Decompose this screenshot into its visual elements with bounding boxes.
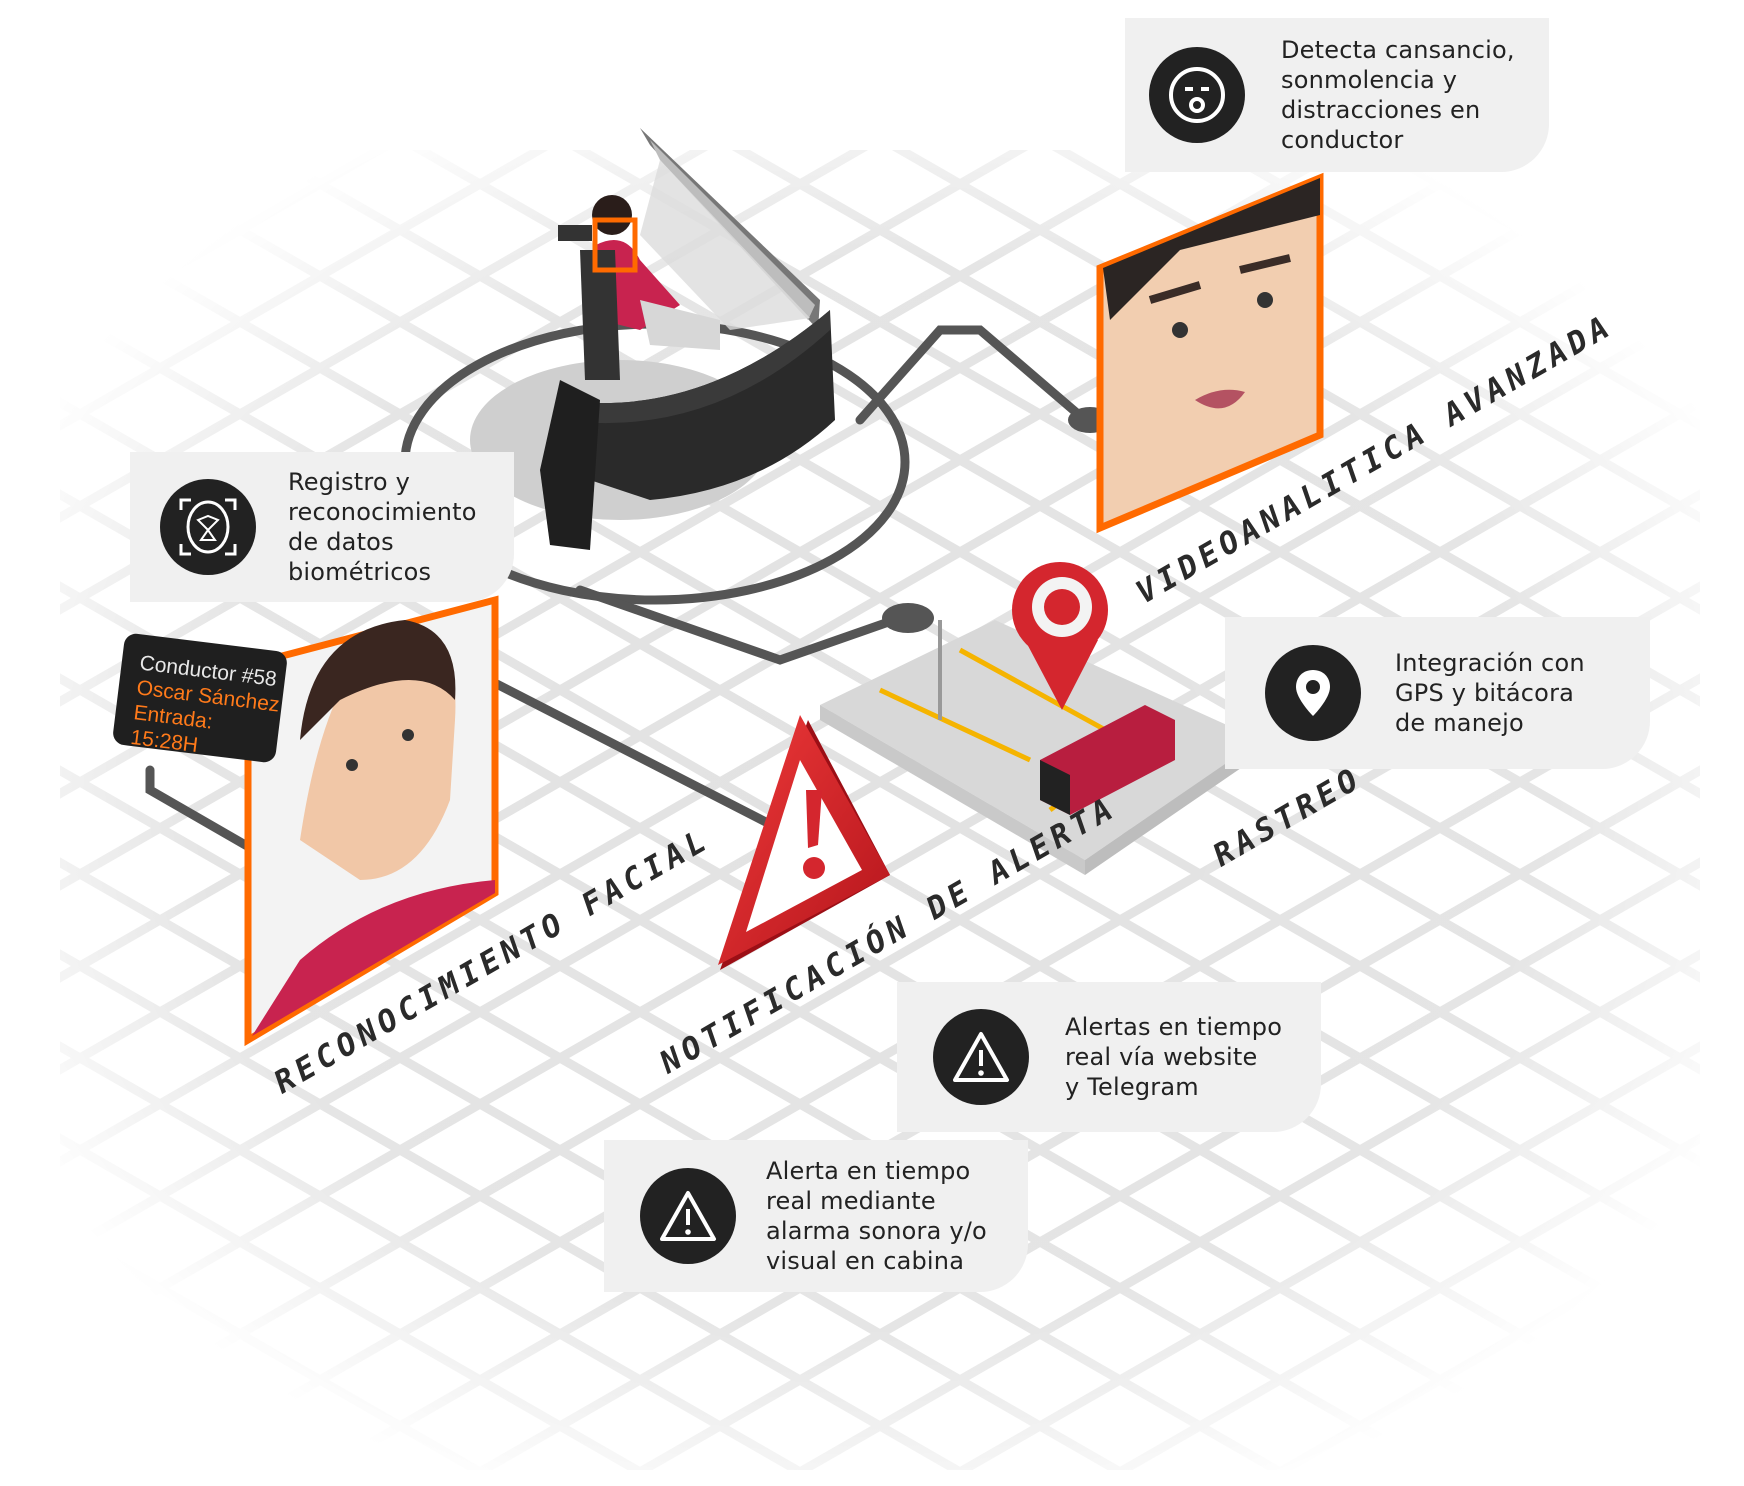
warning-icon (933, 1009, 1029, 1105)
card-line: biométricos (288, 558, 432, 586)
card-line: Alerta en tiempo (766, 1157, 971, 1185)
card-line: reconocimiento (288, 498, 477, 526)
card-line: Integración con (1395, 649, 1585, 677)
gps-tracking-tile (820, 562, 1260, 875)
card-line: conductor (1281, 126, 1404, 154)
card-line: de manejo (1395, 709, 1524, 737)
connector-node (882, 603, 934, 633)
card-detecta-cansancio: Detecta cansancio, sonmolencia y distrac… (1125, 18, 1549, 172)
driver-cabin-illustration (470, 128, 835, 550)
analytics-face-panel (1096, 172, 1324, 534)
card-line: real vía website (1065, 1043, 1258, 1071)
alert-warning-triangle (718, 715, 890, 970)
card-integracion-gps: Integración con GPS y bitácora de manejo (1225, 617, 1650, 769)
warning-icon (640, 1168, 736, 1264)
card-registro-biometrico: Registro y reconocimiento de datos biomé… (130, 452, 514, 602)
card-line: Detecta cansancio, (1281, 36, 1515, 64)
card-line: de datos (288, 528, 394, 556)
card-line: Alertas en tiempo (1065, 1013, 1283, 1041)
card-line: y Telegram (1065, 1073, 1199, 1101)
card-line: visual en cabina (766, 1247, 965, 1275)
card-line: real mediante (766, 1187, 936, 1215)
card-line: alarma sonora y/o (766, 1217, 987, 1245)
face-scan-icon (160, 479, 256, 575)
location-pin-icon (1265, 645, 1361, 741)
card-alertas-website: Alertas en tiempo real vía website y Tel… (897, 982, 1321, 1132)
card-line: distracciones en (1281, 96, 1481, 124)
drowsy-face-icon (1149, 47, 1245, 143)
card-line: Registro y (288, 468, 411, 496)
recognition-face-panel (244, 595, 499, 1047)
card-line: GPS y bitácora (1395, 679, 1575, 707)
card-line: sonmolencia y (1281, 66, 1458, 94)
driver-id-badge: Conductor #58 Oscar Sánchez Entrada: 15:… (111, 632, 289, 764)
card-alerta-cabina: Alerta en tiempo real mediante alarma so… (604, 1140, 1028, 1292)
